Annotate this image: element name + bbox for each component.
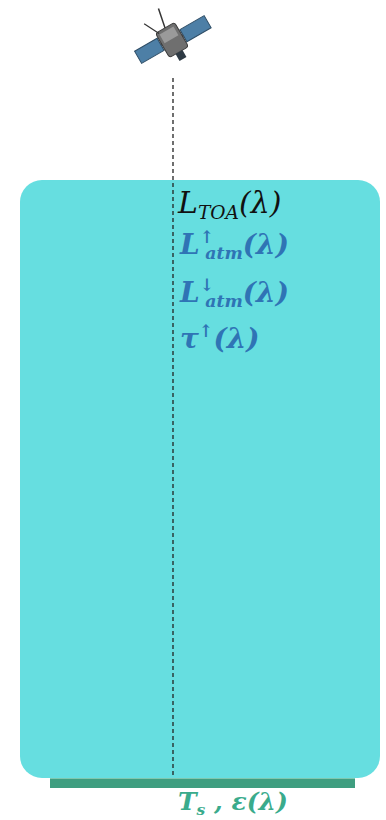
upwelling-radiance: L↑atm(λ) bbox=[180, 228, 289, 263]
atmosphere-box: LTOA(λ) L↑atm(λ) L↓atm(λ) τ↑(λ) bbox=[20, 180, 380, 778]
transmittance: τ↑(λ) bbox=[180, 322, 260, 355]
surface-bar: Ts , ε(λ) bbox=[50, 778, 355, 788]
satellite-symbol bbox=[122, 0, 218, 78]
downwelling-radiance: L↓atm(λ) bbox=[180, 276, 289, 311]
surface-parameters: Ts , ε(λ) bbox=[178, 788, 288, 818]
toa-radiance: LTOA(λ) bbox=[178, 186, 281, 223]
